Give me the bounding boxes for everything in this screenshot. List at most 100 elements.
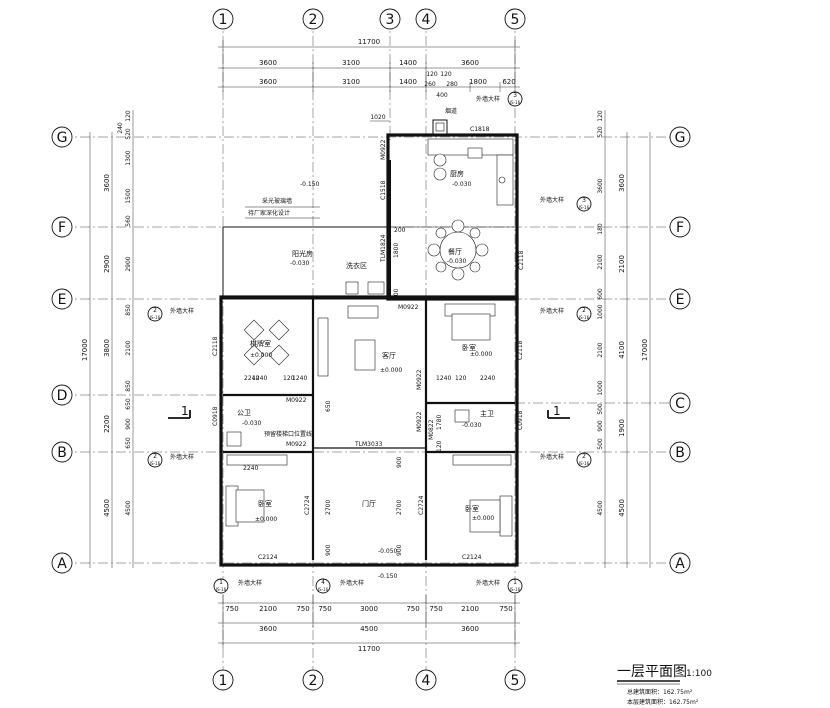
axis-label: 2 — [309, 12, 318, 28]
opening-tlm1824: TLM1824 — [380, 234, 387, 263]
dim-text: 1000 — [597, 380, 604, 395]
dim-text: 750 — [225, 605, 238, 613]
dim-left-total: 17000 — [81, 339, 89, 361]
room-toilet-left: 公卫 — [237, 409, 251, 417]
level-toilet-left: -0.030 — [242, 420, 262, 427]
floor-area: 本层建筑面积：162.75m² — [627, 698, 699, 706]
opening-c2724: C2724 — [418, 495, 425, 515]
section-mark-right: 1 — [553, 404, 561, 418]
detail-ref-sheet: JS-16 — [317, 587, 329, 592]
dim-text: 120 — [440, 71, 452, 78]
dim-text: 750 — [499, 605, 512, 613]
note-skylight: 采光玻璃墙 — [262, 197, 292, 205]
opening-c0918: C0918 — [212, 406, 219, 426]
axis-label: F — [58, 220, 66, 236]
axis-label: B — [57, 445, 67, 461]
axis-label: G — [57, 130, 68, 146]
detail-ref-sheet: JS-16 — [509, 587, 521, 592]
axis-label: B — [675, 445, 685, 461]
dim-text: 2100 — [259, 605, 277, 613]
room-bedroom-top: 卧室 — [462, 343, 476, 352]
axis-label: 1 — [219, 12, 228, 28]
dim-text: 1400 — [399, 59, 417, 67]
dim-text: 3600 — [461, 59, 479, 67]
detail-ref-number: 1 — [513, 579, 517, 586]
dim-text: 1240 — [292, 375, 307, 382]
dim-text: 4500 — [597, 500, 604, 515]
level-bedroom-top: ±0.000 — [470, 351, 492, 358]
dim-text: 2900 — [103, 255, 111, 273]
detail-ref-label: 外墙大样 — [170, 453, 194, 461]
dim-text: 260 — [424, 81, 436, 88]
detail-ref-sheet: JS-16 — [215, 587, 227, 592]
dim-text: 4500 — [618, 499, 626, 517]
level-living: ±0.000 — [380, 367, 402, 374]
furniture — [225, 138, 514, 537]
note-stair: 预留楼梯口位置线 — [264, 430, 312, 438]
dim-text: 240 — [117, 122, 124, 134]
dim-text: 750 — [429, 605, 442, 613]
dim-text: 2240 — [244, 375, 259, 382]
level-entry: -0.150 — [378, 573, 398, 580]
opening-m0822: M0822 — [428, 419, 435, 440]
level-bedroom-br: ±0.000 — [472, 515, 494, 522]
detail-ref-sheet: JS-16 — [509, 100, 521, 105]
detail-ref-number: 1 — [219, 579, 223, 586]
axis-label: 1 — [219, 673, 228, 689]
dim-text: 3800 — [103, 339, 111, 357]
right-dimensions: 17000 3600 2100 4100 1900 4500 120 520 3… — [597, 110, 651, 568]
detail-ref-label: 外墙大样 — [170, 307, 194, 315]
dim-text: 120 — [597, 110, 604, 122]
dim-text: 500 — [597, 438, 604, 450]
dim-text: 850 — [125, 304, 132, 316]
dim-text: 560 — [125, 215, 132, 227]
room-laundry: 洗衣区 — [346, 261, 367, 270]
detail-ref-number: 4 — [321, 579, 325, 586]
chimney-label: 烟道 — [445, 107, 457, 115]
dim-text: 900 — [125, 418, 132, 430]
dim-text: 1300 — [125, 150, 132, 165]
level-bedroom-bl: ±0.000 — [255, 516, 277, 523]
dim-text: 1020 — [370, 114, 385, 121]
room-toilet-right: 主卫 — [480, 409, 494, 418]
dim-text: 400 — [436, 92, 448, 99]
drawing-title: 一层平面图 — [617, 664, 687, 680]
dim-text: 2100 — [597, 342, 604, 357]
detail-ref-sheet: JS-16 — [578, 461, 590, 466]
dim-text: 900 — [396, 544, 403, 556]
opening-c2124: C2124 — [258, 554, 278, 561]
dim-text: 650 — [125, 437, 132, 449]
room-sunroom: 阳光房 — [292, 249, 313, 258]
left-dimensions: 17000 3600 2900 3800 2200 4500 120 240 5… — [81, 110, 134, 568]
annotations: 采光玻璃墙 待厂家深化设计 预留楼梯口位置线 C1818 M0922 C1518… — [212, 126, 525, 561]
dim-text: 3600 — [618, 174, 626, 192]
dim-text: 650 — [325, 400, 332, 412]
section-mark-left: 1 — [181, 404, 189, 418]
dim-text: 120 — [426, 71, 438, 78]
axis-label: E — [58, 292, 67, 308]
detail-ref-label: 外墙大样 — [340, 579, 364, 587]
dim-text: 900 — [393, 288, 400, 300]
axis-label: G — [675, 130, 686, 146]
dim-text: 1000 — [597, 304, 604, 319]
opening-c2724: C2724 — [304, 495, 311, 515]
room-kitchen: 厨房 — [450, 169, 464, 178]
level-mahjong: ±0.000 — [250, 352, 272, 359]
detail-ref-number: 2 — [153, 307, 157, 314]
dim-text: 120 — [283, 375, 295, 382]
dim-text: 120 — [455, 375, 467, 382]
detail-ref-number: 3 — [582, 197, 586, 204]
top-dimensions: 11700 3600 3100 1400 3600 3600 3100 1400… — [218, 38, 520, 122]
dim-top-total: 11700 — [358, 38, 380, 46]
dim-text: 3100 — [342, 78, 360, 86]
building-walls — [219, 119, 519, 567]
dim-text: 1800 — [393, 243, 400, 258]
axis-label: F — [676, 220, 684, 236]
dim-text: 900 — [325, 544, 332, 556]
dim-text: 3600 — [103, 174, 111, 192]
dim-text: 4500 — [125, 500, 132, 515]
dim-text: 1800 — [469, 78, 487, 86]
axis-bubbles-right: G F E C B A — [669, 126, 691, 574]
detail-ref-number: 2 — [153, 453, 157, 460]
